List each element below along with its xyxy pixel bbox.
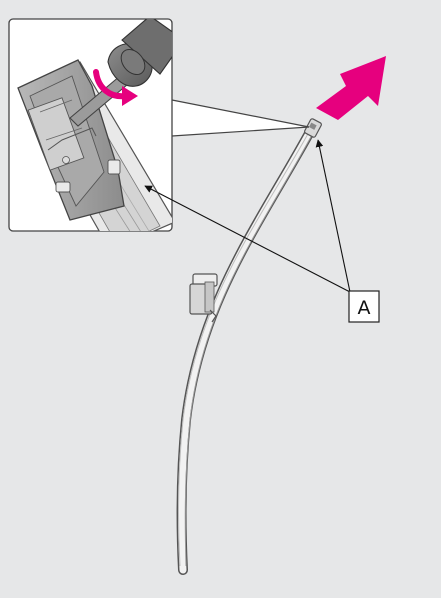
inset-pointer <box>171 99 310 137</box>
clip-housing <box>17 59 125 221</box>
screwdriver-tool <box>69 19 172 127</box>
blade-joint <box>189 273 218 323</box>
wiper-arm-connector <box>304 118 322 138</box>
wiper-blade <box>176 123 317 575</box>
callout-label-text: A <box>358 297 371 319</box>
arrow-up-right-icon <box>316 56 386 120</box>
leader-lines <box>144 139 351 293</box>
callout-label-a: A <box>348 290 380 323</box>
detail-inset <box>8 18 173 232</box>
curved-arrow-icon <box>93 69 138 106</box>
